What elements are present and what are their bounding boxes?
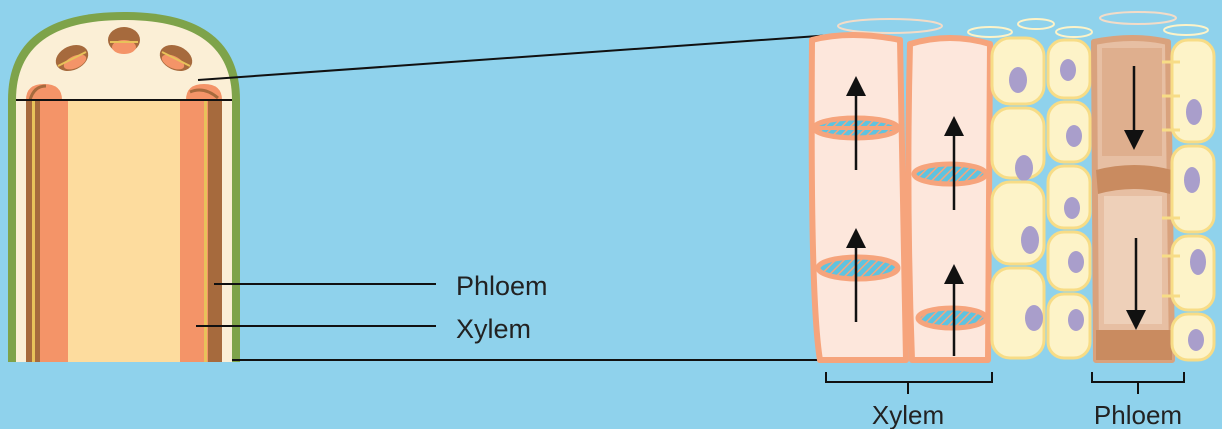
stem-cross-section (8, 12, 240, 362)
xylem-vessel-left (810, 35, 906, 360)
xylem-pit-plate (918, 308, 986, 328)
stem-xylem-right (180, 100, 208, 362)
stem-phloem-right (208, 100, 222, 362)
phloem-label: Phloem (456, 271, 548, 301)
stem-cortex-left (16, 100, 26, 362)
tissue-enlarged-view (810, 12, 1214, 360)
xylem-pit-plate (818, 257, 898, 279)
xylem-label: Xylem (456, 314, 531, 344)
xylem-bracket (826, 372, 992, 394)
phloem-bracket (1092, 372, 1184, 394)
zoom-line-top (198, 34, 846, 80)
tissue-top-rims (838, 12, 1208, 37)
stem-xylem-left (40, 100, 68, 362)
stem-pith (68, 100, 180, 362)
xylem-bracket-label: Xylem (872, 400, 944, 429)
phloem-bracket-label: Phloem (1094, 400, 1182, 429)
xylem-vessel-right (908, 38, 990, 360)
stem-cortex-right (222, 100, 232, 362)
xylem-pit-plate (914, 164, 986, 184)
parenchyma-cells-middle (992, 38, 1090, 358)
